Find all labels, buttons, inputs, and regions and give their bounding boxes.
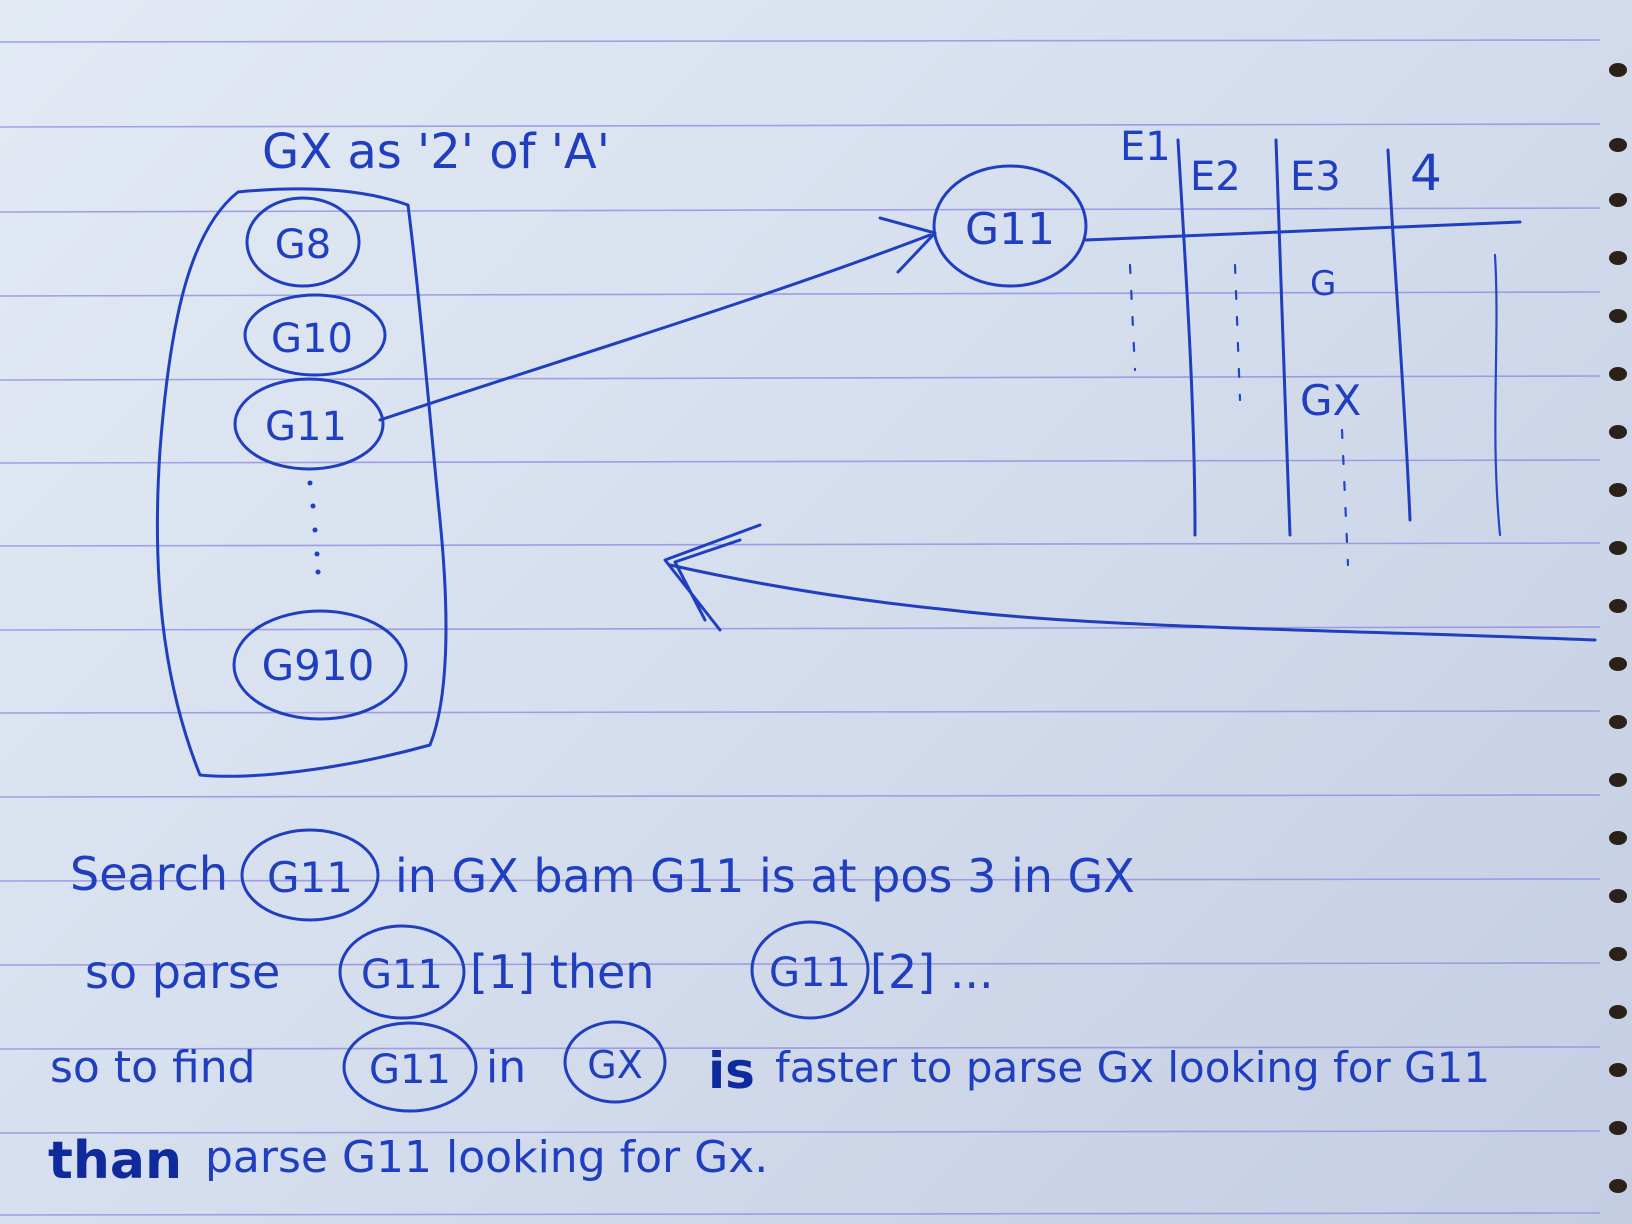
svg-text:parse G11 looking for Gx.: parse G11 looking for Gx. (205, 1132, 768, 1183)
svg-text:G8: G8 (275, 222, 331, 268)
column-label-4: 4 (1410, 144, 1442, 202)
focus-node-g11: G11 (932, 164, 1088, 288)
column-label-e2: E2 (1190, 154, 1241, 200)
set-item-g910: G910 (232, 609, 408, 721)
set-ellipsis-dots (307, 480, 321, 575)
arrow-to-focus-node (378, 233, 932, 422)
svg-text:G11: G11 (769, 950, 851, 996)
svg-text:in GX bam G11 is at pos 3: in GX bam G11 is at pos 3 in GX (395, 849, 1135, 903)
note-line-3: so to find G11 in GX is faster to parse … (50, 1020, 1490, 1113)
column-grid (1084, 138, 1522, 567)
return-arrow-shaft (668, 563, 1597, 642)
set-item-g8: G8 (245, 196, 361, 288)
spiral-binding (1609, 63, 1627, 1193)
column-entry-e3-top: G (1310, 264, 1336, 304)
svg-text:G11: G11 (369, 1047, 451, 1093)
set-title: GX as '2' of 'A' (262, 124, 610, 180)
column-label-e1: E1 (1120, 124, 1171, 170)
set-item-g11: G11 (233, 377, 385, 471)
svg-text:[2] ...: [2] ... (870, 945, 994, 999)
return-arrow-head (663, 523, 762, 632)
svg-text:G11: G11 (267, 853, 353, 902)
svg-text:G11: G11 (361, 952, 443, 998)
note-line-2: so parse G11 [1] then G11 [2] ... (85, 920, 994, 1020)
note-line-4: than parse G11 looking for Gx. (48, 1131, 768, 1191)
svg-text:is: is (708, 1042, 755, 1100)
column-entry-e3-bottom: GX (1300, 376, 1361, 425)
set-container-outline (155, 187, 448, 778)
svg-text:Search: Search (70, 847, 228, 901)
svg-text:G10: G10 (271, 316, 353, 362)
svg-text:in: in (486, 1042, 526, 1093)
svg-text:faster to parse Gx looking for: faster to parse Gx looking for G11 (775, 1043, 1490, 1092)
ruled-lines (0, 39, 1601, 1216)
svg-text:G11: G11 (965, 204, 1055, 255)
note-line-1: Search G11 in GX bam G11 is at pos 3 in … (70, 828, 1135, 922)
set-item-g10: G10 (243, 293, 387, 377)
svg-text:so to find: so to find (50, 1042, 256, 1093)
svg-text:[1] then: [1] then (470, 945, 654, 999)
svg-text:than: than (48, 1131, 182, 1191)
svg-text:GX: GX (587, 1043, 642, 1087)
svg-text:G910: G910 (262, 641, 375, 690)
svg-text:so parse: so parse (85, 945, 280, 999)
svg-text:G11: G11 (265, 404, 347, 450)
column-label-e3: E3 (1290, 154, 1341, 200)
